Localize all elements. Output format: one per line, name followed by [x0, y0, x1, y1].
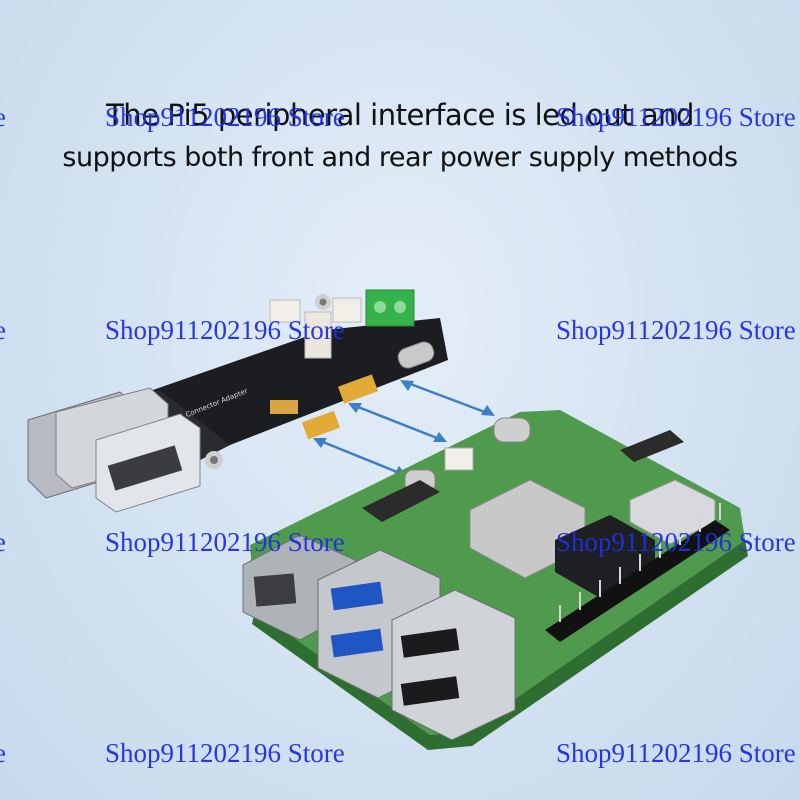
pi5-board [242, 410, 748, 750]
watermark-edge: e [0, 315, 6, 346]
watermark-edge: e [0, 738, 6, 769]
watermark: Shop911202196 Store [556, 527, 796, 557]
terminal-block [365, 289, 415, 327]
watermark: Shop911202196 Store [105, 315, 345, 345]
watermark: Shop911202196 Store [556, 102, 796, 132]
watermark: Shop911202196 Store [105, 738, 345, 768]
headline-line-1: The Pi5 peripheral interface is led out … [106, 98, 694, 132]
adapter-board: Pi5 Connector Adapter [27, 289, 448, 513]
watermark: Shop911202196 Store [556, 738, 796, 768]
watermark: Shop911202196 Store [105, 527, 345, 557]
watermark: Shop911202196 Store [556, 315, 796, 345]
watermark: Shop911202196 Store [105, 102, 345, 132]
headline-line-2: supports both front and rear power suppl… [62, 142, 738, 173]
watermark-edge: e [0, 527, 6, 558]
watermark-edge: e [0, 102, 6, 133]
